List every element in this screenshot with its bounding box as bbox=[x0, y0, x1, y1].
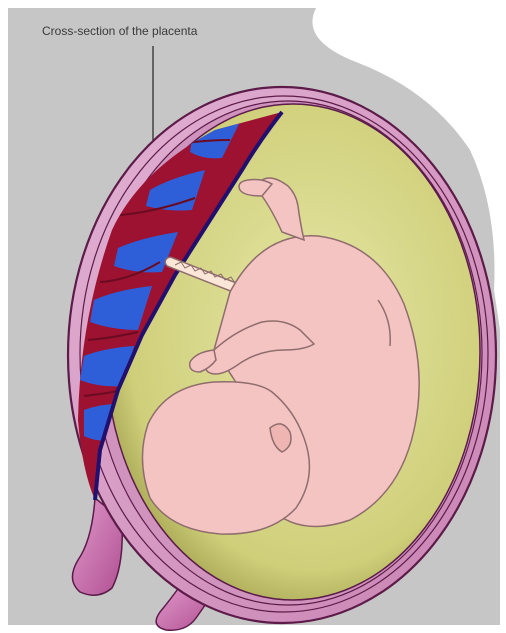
fetus-head bbox=[142, 382, 309, 534]
diagram-label: Cross-section of the placenta bbox=[42, 24, 198, 38]
